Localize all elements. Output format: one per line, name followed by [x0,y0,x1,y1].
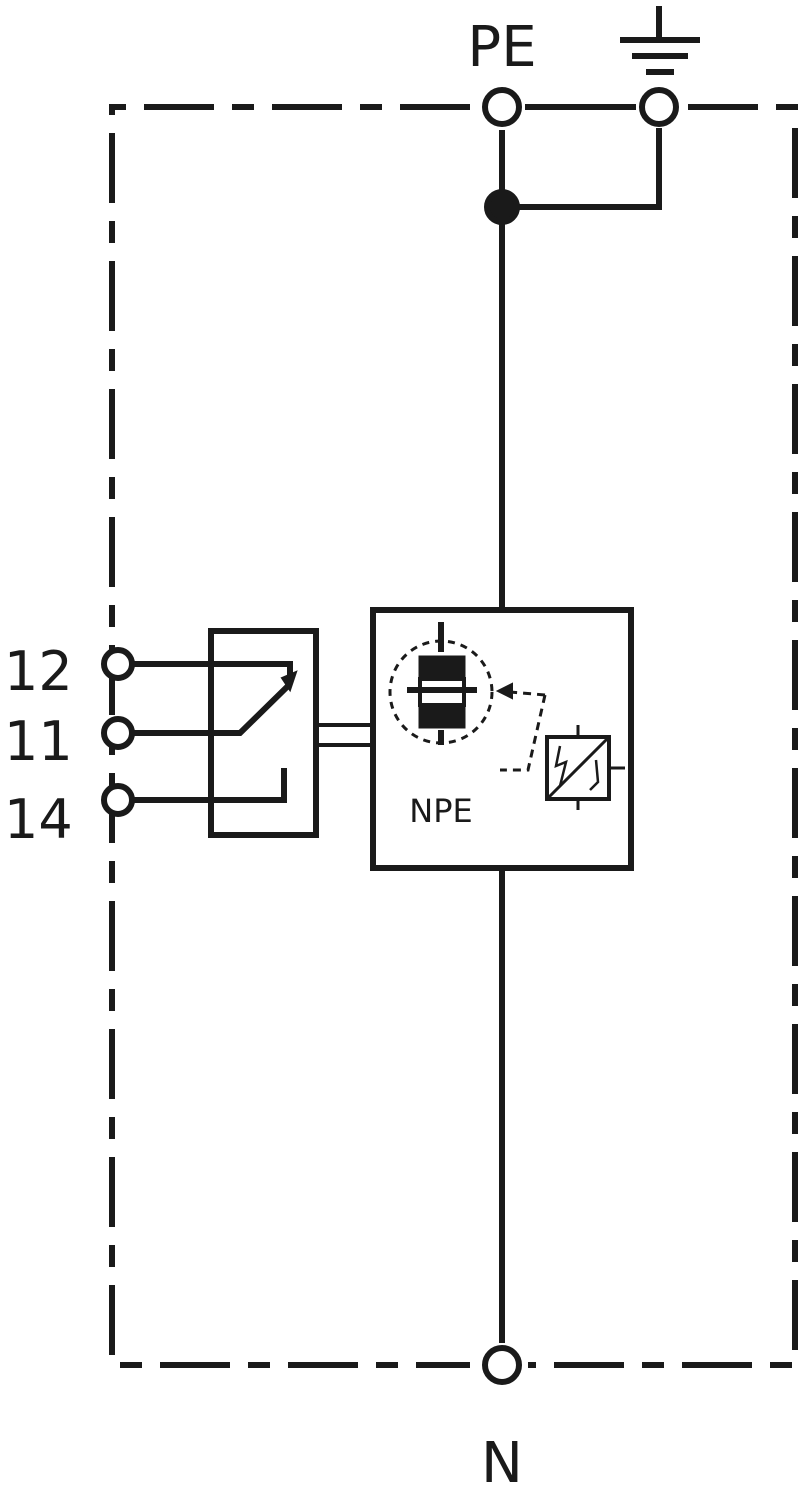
npe-module [370,607,634,871]
spark-gap-icon [388,622,547,772]
terminal-11[interactable] [101,716,135,750]
pe-ground-link [502,104,662,210]
terminal-14[interactable] [101,783,135,817]
terminal-ground[interactable] [639,87,679,127]
terminal-n[interactable] [482,1345,522,1385]
changeover-contact-icon [118,661,298,803]
label-npe: NPE [409,792,472,830]
terminal-pe[interactable] [482,87,522,127]
terminal-12[interactable] [101,647,135,681]
label-n: N [481,1431,523,1496]
ground-icon [620,6,700,75]
label-terminal-14: 14 [4,788,73,851]
thermal-disconnector-icon [545,725,625,810]
label-terminal-11: 11 [4,710,73,773]
junction-dot [484,189,520,225]
label-pe: PE [467,15,536,80]
label-terminal-12: 12 [4,640,73,703]
mechanical-coupling [316,723,373,747]
